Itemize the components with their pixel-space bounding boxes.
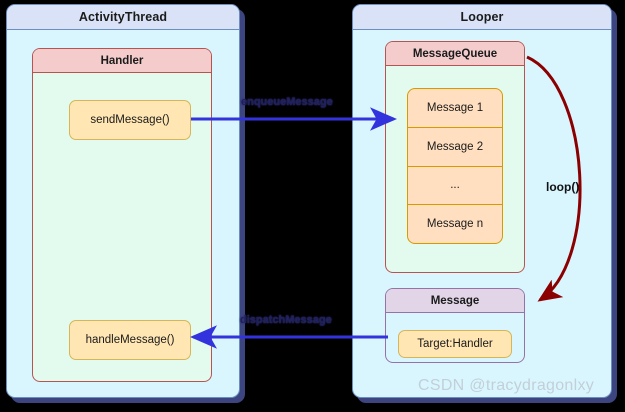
class-message-queue-title: MessageQueue [412, 47, 498, 60]
method-handle-message-label: handleMessage() [85, 334, 175, 346]
package-activity-thread-header: ActivityThread [7, 5, 239, 30]
message-queue-item[interactable]: Message 2 [408, 128, 502, 167]
watermark: CSDN @tracydragonlxy [418, 377, 595, 394]
package-looper-title: Looper [460, 10, 504, 24]
edge-loop-label: loop() [546, 180, 580, 194]
class-message-title: Message [430, 294, 480, 307]
method-send-message-label: sendMessage() [90, 114, 170, 126]
message-queue-item[interactable]: Message 1 [408, 89, 502, 128]
edge-enqueue-message-label: enqueueMessage [241, 96, 333, 108]
message-queue-item[interactable]: ... [408, 167, 502, 206]
method-send-message[interactable]: sendMessage() [69, 100, 191, 140]
method-handle-message[interactable]: handleMessage() [69, 320, 191, 360]
edge-dispatch-message-label: dispatchMessage [240, 314, 332, 326]
class-message-header: Message [386, 289, 524, 313]
class-handler-title: Handler [100, 54, 144, 67]
package-activity-thread-title: ActivityThread [78, 10, 168, 24]
message-queue-item-label: Message 1 [426, 101, 484, 114]
message-queue-item-label: ... [450, 179, 460, 192]
message-queue-item[interactable]: Message n [408, 205, 502, 243]
class-handler-header: Handler [33, 49, 211, 73]
package-looper-header: Looper [353, 5, 611, 30]
field-target-handler-label: Target:Handler [417, 338, 493, 350]
field-target-handler[interactable]: Target:Handler [398, 330, 512, 358]
message-queue-item-label: Message 2 [426, 140, 484, 153]
message-queue-item-label: Message n [426, 218, 484, 231]
class-message-queue-header: MessageQueue [386, 42, 524, 66]
message-queue-stack[interactable]: Message 1 Message 2 ... Message n [407, 88, 503, 244]
